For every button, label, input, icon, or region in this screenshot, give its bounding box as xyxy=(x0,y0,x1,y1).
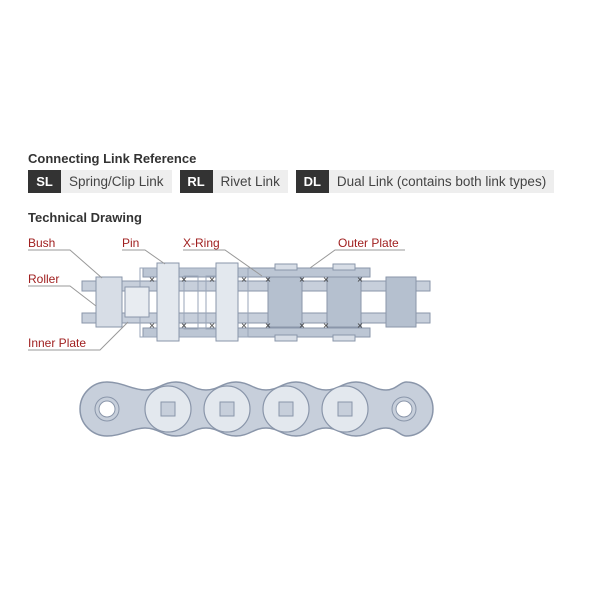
legend-item-dl: DL Dual Link (contains both link types) xyxy=(295,170,555,193)
svg-text:×: × xyxy=(299,321,306,330)
pin-square-1 xyxy=(160,401,176,417)
link-clip-left xyxy=(183,275,199,330)
leader-lines xyxy=(28,249,405,351)
bottom-inner-plate-rail xyxy=(81,312,431,324)
plate-cap-2-top xyxy=(332,263,356,271)
link-type-legend: SL Spring/Clip Link RL Rivet Link DL Dua… xyxy=(28,170,555,193)
pin-square-2 xyxy=(219,401,235,417)
svg-text:×: × xyxy=(265,275,272,284)
roller-2 xyxy=(326,276,362,328)
connecting-link-title: Connecting Link Reference xyxy=(28,151,197,166)
svg-text:×: × xyxy=(357,321,364,330)
plate-cap-1-bottom xyxy=(274,334,298,342)
svg-text:×: × xyxy=(181,275,188,284)
x-ring-marks: × × × × × × × × × × × × × × × × xyxy=(149,275,364,330)
pin-label: Pin xyxy=(122,236,139,250)
svg-text:×: × xyxy=(241,321,248,330)
svg-text:×: × xyxy=(241,275,248,284)
pin-left xyxy=(156,262,180,342)
svg-text:×: × xyxy=(181,321,188,330)
svg-text:×: × xyxy=(209,321,216,330)
bottom-outer-plate xyxy=(142,327,371,338)
sl-badge: SL xyxy=(28,170,61,193)
svg-text:×: × xyxy=(265,321,272,330)
legend-item-sl: SL Spring/Clip Link xyxy=(28,170,172,193)
plate-cap-1-top xyxy=(274,263,298,271)
svg-text:×: × xyxy=(149,275,156,284)
svg-text:×: × xyxy=(323,275,330,284)
chain-top-view xyxy=(81,262,431,342)
bush-roller-left xyxy=(95,276,123,328)
svg-text:×: × xyxy=(357,275,364,284)
svg-text:×: × xyxy=(209,275,216,284)
inner-plate-profile xyxy=(79,381,434,437)
legend-item-rl: RL Rivet Link xyxy=(179,170,288,193)
roller-1 xyxy=(267,276,303,328)
chain-technical-drawing: × × × × × × × × × × × × × × × × Bush Pin X-Ring Oute… xyxy=(28,236,434,437)
end-hole-left xyxy=(98,400,116,418)
inner-plate-label: Inner Plate xyxy=(28,336,86,350)
pin-right xyxy=(215,262,239,342)
svg-text:×: × xyxy=(323,321,330,330)
sl-label: Spring/Clip Link xyxy=(61,170,172,193)
pin-square-4 xyxy=(337,401,353,417)
chain-side-view xyxy=(79,381,434,437)
svg-text:×: × xyxy=(149,321,156,330)
outer-plate-label: Outer Plate xyxy=(338,236,399,250)
bush-label: Bush xyxy=(28,236,55,250)
plate-cap-2-bottom xyxy=(332,334,356,342)
rl-label: Rivet Link xyxy=(212,170,288,193)
dl-badge: DL xyxy=(295,170,329,193)
dl-label: Dual Link (contains both link types) xyxy=(328,170,555,193)
pin-square-3 xyxy=(278,401,294,417)
end-hole-right xyxy=(395,400,413,418)
roller-label: Roller xyxy=(28,272,59,286)
technical-drawing-title: Technical Drawing xyxy=(28,210,142,225)
x-ring-label: X-Ring xyxy=(183,236,220,250)
roller-3 xyxy=(385,276,417,328)
top-inner-plate-rail xyxy=(81,280,431,292)
svg-text:×: × xyxy=(299,275,306,284)
roller-inner-left xyxy=(124,286,150,318)
rl-badge: RL xyxy=(179,170,213,193)
